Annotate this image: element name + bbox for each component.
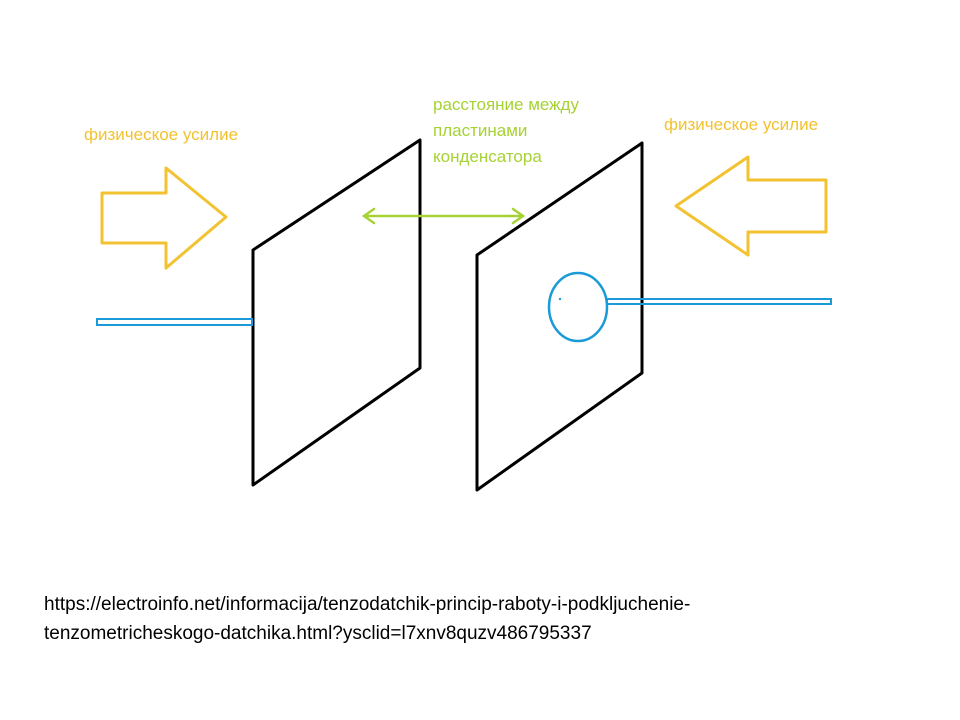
distance-label-line: пластинами (433, 121, 528, 140)
wire-right (606, 298, 832, 305)
force-arrow-left (100, 166, 228, 270)
distance-label-line: конденсатора (433, 147, 542, 166)
distance-label-line: расстояние между (433, 95, 579, 114)
source-url-line: tenzometricheskogo-datchika.html?ysclid=… (44, 623, 592, 644)
distance-arrow (361, 207, 526, 225)
contact-circle (547, 271, 609, 343)
capacitor-plate-left (251, 138, 422, 487)
force-label-right: физическое усилие (664, 115, 819, 134)
contact-dot (558, 297, 562, 301)
force-label-left: физическое усилие (84, 125, 239, 144)
source-url: https://electroinfo.net/informacija/tenz… (44, 590, 924, 648)
source-url-line: https://electroinfo.net/informacija/tenz… (44, 594, 691, 615)
distance-label: расстояние между пластинами конденсатора (433, 92, 579, 170)
capacitor-plate-right (475, 141, 644, 492)
force-arrow-right (674, 155, 828, 257)
wire-left (96, 318, 253, 326)
